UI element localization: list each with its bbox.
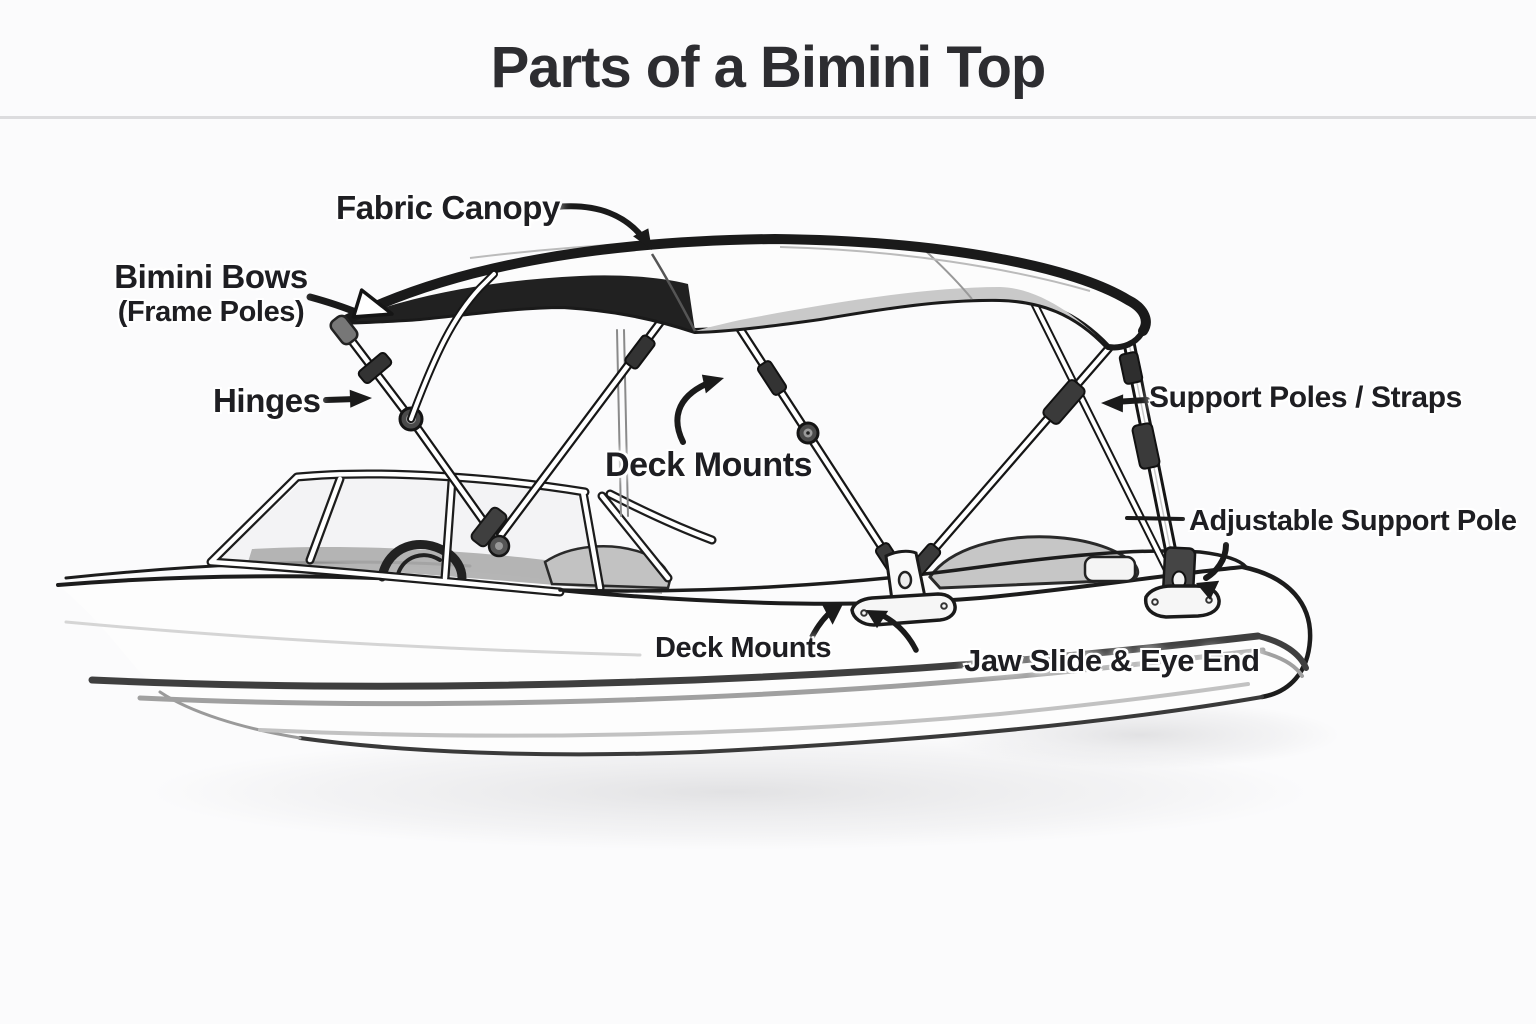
bimini-bows-arrow: [306, 288, 394, 319]
label-support-poles: Support Poles / Straps: [1149, 381, 1462, 414]
hull-stripe-mid: [137, 647, 1266, 707]
windshield: [206, 469, 1248, 597]
hinge-sleeve: [357, 351, 393, 385]
bow-sleeve: [756, 360, 788, 396]
deck-mounts-mid-arrow: [674, 374, 724, 445]
label-fabric-canopy: Fabric Canopy: [336, 189, 561, 226]
adjustable-pole-arrow: [1196, 542, 1229, 600]
page-title: Parts of a Bimini Top: [490, 35, 1047, 100]
windshield-mount-fitting: [470, 506, 508, 548]
label-bimini-bows: Bimini Bows (Frame Poles): [100, 258, 322, 328]
fabric-canopy-shape: [329, 233, 1151, 423]
bow-sleeve: [624, 334, 656, 370]
canopy-underside-band: [342, 275, 695, 331]
support-pole-collar: [1118, 351, 1144, 385]
leader-arrows: [306, 203, 1229, 653]
deck-mounts-bottom-arrow: [807, 604, 843, 644]
label-deck-mounts-mid: Deck Mounts: [605, 446, 813, 484]
label-bimini-bows-line1: Bimini Bows: [114, 258, 308, 295]
support-poles-arrow: [1101, 394, 1150, 413]
coaming-line: [558, 549, 1248, 593]
canopy-end-cap: [329, 314, 359, 346]
fabric-canopy-arrow: [553, 203, 652, 250]
stern-hatch: [1083, 555, 1137, 583]
adjustable-pole-connector: [1125, 516, 1185, 521]
boat-hull: [56, 560, 1313, 757]
label-deck-mounts-bottom: Deck Mounts: [655, 632, 832, 664]
strap-clamp: [1042, 379, 1086, 425]
hull-stripe-light: [258, 682, 1250, 738]
deck-mount-stern: [1143, 546, 1221, 619]
jaw-slide-arrow: [866, 610, 919, 653]
label-jaw-slide-eye-end: Jaw Slide & Eye End: [964, 643, 1260, 678]
title-divider: [0, 116, 1536, 119]
label-adjustable-support-pole: Adjustable Support Pole: [1189, 505, 1517, 537]
canopy-trim-band: [695, 287, 1108, 347]
hinges-arrow: [323, 389, 372, 408]
frame-fittings: [357, 334, 1221, 627]
label-hinges: Hinges: [213, 382, 321, 419]
label-bimini-bows-line2: (Frame Poles): [117, 295, 305, 328]
support-pole-sleeve: [1131, 422, 1161, 470]
hull-stripe-dark: [88, 632, 1262, 690]
